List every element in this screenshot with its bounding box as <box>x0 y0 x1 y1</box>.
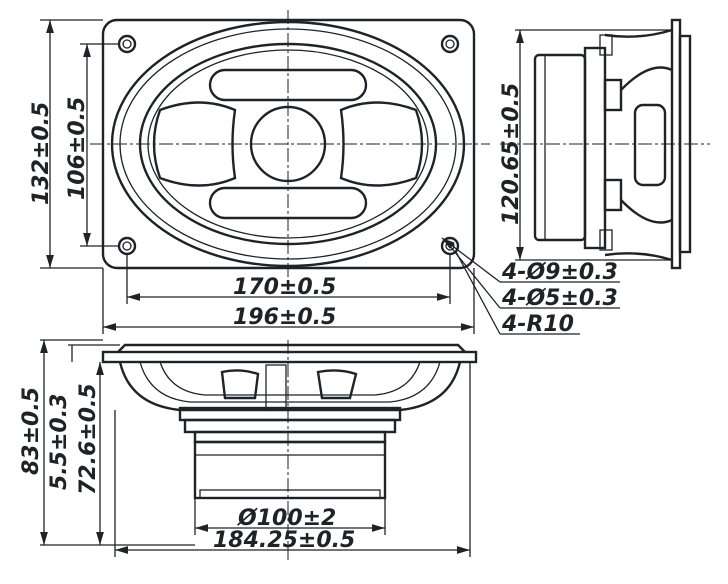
dim-side-height: 120.65±0.5 <box>499 83 524 225</box>
dim-flange: 5.5±0.3 <box>47 394 72 490</box>
dim-depth-body: 72.6±0.5 <box>76 383 101 495</box>
dim-hole-dia: 4-Ø9±0.3 <box>501 260 618 285</box>
dim-depth-total: 83±0.5 <box>19 387 44 475</box>
dim-corner-radius: 4-R10 <box>501 312 574 337</box>
dim-height-holes: 106±0.5 <box>65 97 90 200</box>
dim-width-holes: 170±0.5 <box>233 275 336 300</box>
top-view: 132±0.5 106±0.5 170±0.5 196±0.5 4-Ø9±0.3… <box>29 10 620 337</box>
dim-hole-inner: 4-Ø5±0.3 <box>501 286 618 311</box>
dim-magnet-dia: Ø100±2 <box>236 506 336 531</box>
side-view: 120.65±0.5 <box>499 18 710 270</box>
front-view: 83±0.5 5.5±0.3 72.6±0.5 Ø100±2 184.25±0.… <box>19 339 478 560</box>
dim-width: 184.25±0.5 <box>213 528 355 553</box>
dim-height-outer: 132±0.5 <box>29 102 54 205</box>
dim-width-outer: 196±0.5 <box>233 305 336 330</box>
